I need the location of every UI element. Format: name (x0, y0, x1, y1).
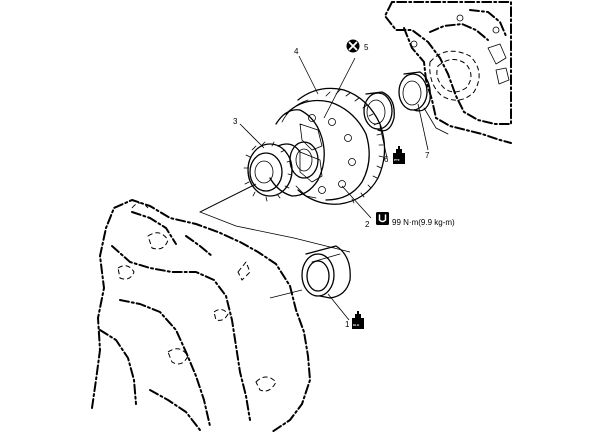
differential-case (269, 109, 356, 199)
callout-2: 2 (365, 220, 370, 229)
transaxle-housing (91, 199, 311, 433)
x-circle-icon (346, 39, 360, 53)
transaxle-case (384, 1, 512, 144)
grease-label-1: KLG (353, 323, 360, 327)
torque-spec: 99 N·m(9.9 kg-m) (392, 218, 455, 227)
ring-gear (281, 87, 386, 205)
callout-7: 7 (425, 151, 430, 160)
callout-4: 4 (294, 47, 299, 56)
grease-can-icon: PTF (393, 146, 405, 164)
bearing-race-5 (363, 91, 395, 132)
leader-lines (239, 55, 429, 321)
callout-1: 1 (345, 320, 350, 329)
grease-can-icon: KLG (352, 311, 364, 329)
callout-5: 5 (364, 43, 369, 52)
bearing-race-1 (301, 245, 351, 299)
side-bearing (243, 141, 301, 202)
assembly-guide-lines (199, 183, 351, 299)
oil-seal-7 (398, 71, 431, 112)
torque-wrench-icon (376, 212, 389, 225)
grease-label-6: PTF (394, 158, 400, 162)
callout-6: 6 (384, 155, 389, 164)
callout-3: 3 (233, 117, 238, 126)
